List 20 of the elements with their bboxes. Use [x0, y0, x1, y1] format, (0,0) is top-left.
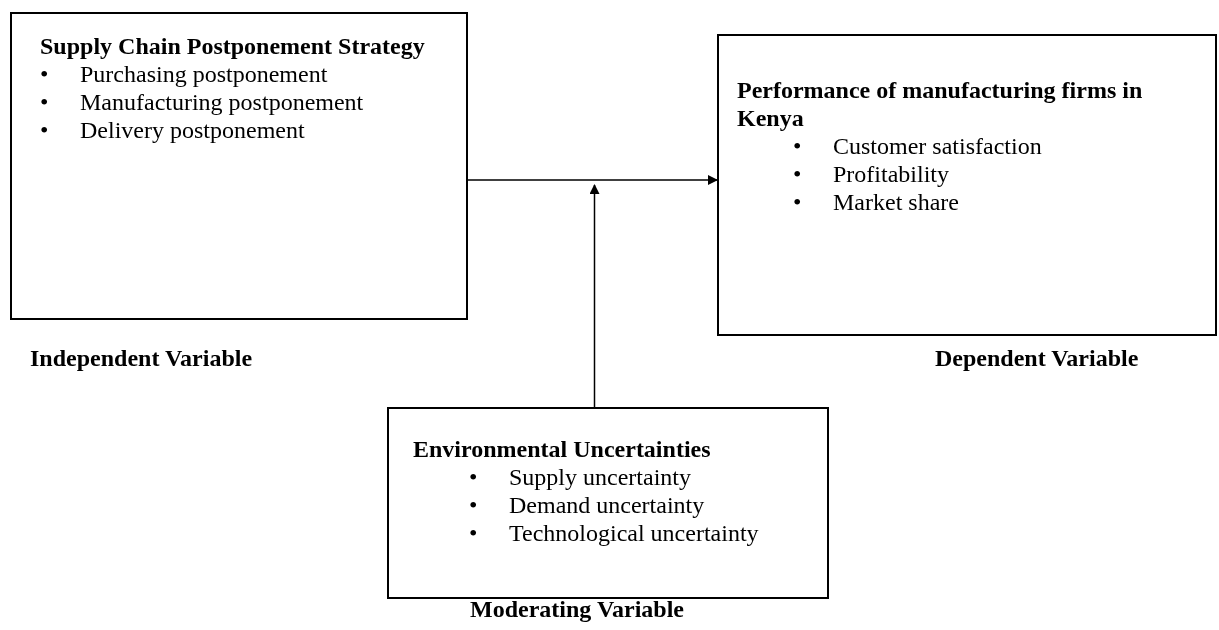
- bullet-item: • Market share: [793, 188, 960, 216]
- arrow: [467, 175, 718, 185]
- bullet-item: • Manufacturing postponement: [40, 88, 365, 116]
- box-heading: Environmental Uncertainties: [413, 435, 712, 463]
- variable-box: [717, 34, 1217, 336]
- variable-caption: Dependent Variable: [935, 345, 1139, 372]
- box-heading: Supply Chain Postponement Strategy: [40, 32, 426, 60]
- bullet-item: • Profitability: [793, 160, 950, 188]
- variable-box: [387, 407, 829, 599]
- variable-caption: Moderating Variable: [470, 596, 684, 623]
- bullet-item: • Customer satisfaction: [793, 132, 1043, 160]
- bullet-item: • Technological uncertainty: [469, 519, 760, 547]
- bullet-item: • Supply uncertainty: [469, 463, 692, 491]
- bullet-item: • Purchasing postponement: [40, 60, 329, 88]
- variable-box: [10, 12, 468, 320]
- box-heading: Performance of manufacturing firms in Kenya: [737, 76, 1144, 132]
- arrow: [589, 184, 600, 408]
- bullet-item: • Demand uncertainty: [469, 491, 706, 519]
- variable-caption: Independent Variable: [30, 345, 253, 372]
- bullet-item: • Delivery postponement: [40, 116, 306, 144]
